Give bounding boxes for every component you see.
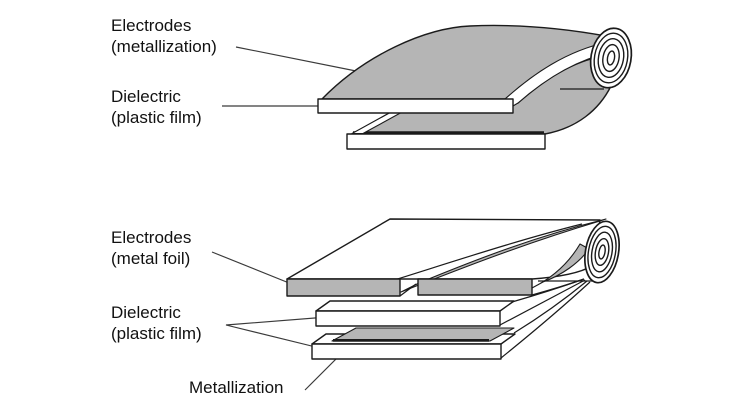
leader-dielectric-bottom [225,315,341,352]
upper-dielectric-top-surface [315,300,515,312]
rising-film-band-right [531,243,590,289]
roll-ring [598,244,606,260]
converging-film-edge [500,281,591,359]
upper-dielectric-front-edge [315,310,501,327]
label-line: (plastic film) [111,324,202,343]
foil-strip-left [286,278,401,297]
label-line: Dielectric [111,303,181,322]
label-electrodes-metallization: Electrodes (metallization) [111,15,217,57]
label-line: (metallization) [111,37,217,56]
roll-ring [597,37,625,79]
foil-strip-side-edge [399,283,417,297]
converging-film-edge [513,280,588,334]
label-line: Metallization [189,378,284,397]
label-electrodes-metal-foil: Electrodes (metal foil) [111,227,191,269]
roll-ring [587,225,617,279]
film-foil-diagram [211,218,620,391]
roll-ring [590,231,614,273]
film-edge-line [390,223,583,282]
lower-film-dielectric-edge [346,133,546,150]
roll-ring [594,237,610,267]
lower-dielectric-front-edge [311,343,502,360]
converging-film-edge [499,279,586,326]
label-line: (plastic film) [111,108,202,127]
roll-ring [593,32,629,84]
label-line: (metal foil) [111,249,191,268]
roll-ring [606,50,616,66]
label-line: Electrodes [111,228,192,247]
label-metallization: Metallization [189,377,284,398]
metallized-film-diagram [222,24,633,150]
label-dielectric-bottom: Dielectric (plastic film) [111,302,202,344]
rising-film-band-center [400,218,607,293]
label-dielectric-top: Dielectric (plastic film) [111,86,202,128]
foil-strip-right [417,278,533,296]
label-line: Electrodes [111,16,192,35]
converging-film-edge [531,278,585,296]
leader-electrodes-metallization [235,46,372,75]
upper-film-dielectric-edge [317,98,514,114]
top-sheet-surface [286,218,601,280]
roll-ring [602,43,620,73]
bottom-winding-roll [584,220,620,284]
label-line: Dielectric [111,87,181,106]
